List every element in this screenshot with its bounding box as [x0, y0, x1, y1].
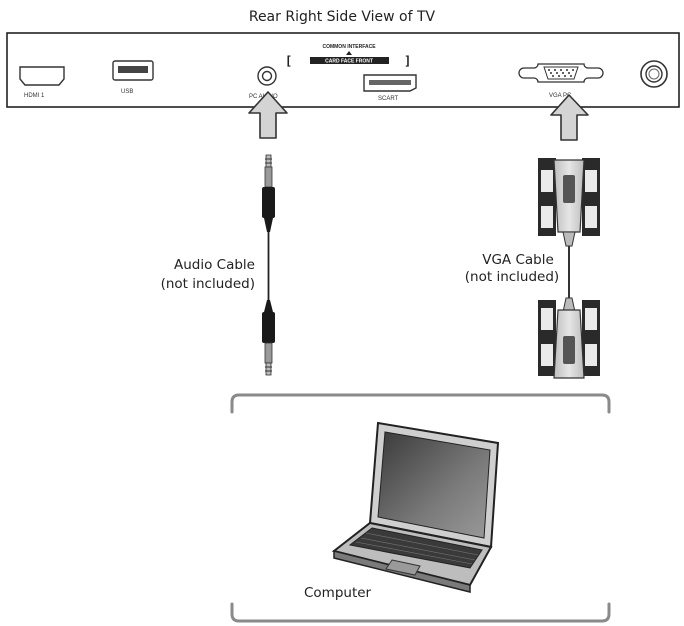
usb-port-icon [112, 60, 154, 81]
scart-port-icon [363, 74, 417, 92]
common-interface-label: COMMON INTERFACE [322, 44, 376, 50]
audio-cable-icon [262, 154, 275, 376]
computer-label: Computer [304, 585, 372, 601]
ci-bracket-left: [ [285, 54, 292, 68]
round-connector-icon [640, 60, 668, 88]
vga-port-label: VGA PC [549, 93, 572, 99]
card-direction-arrow-icon [346, 51, 352, 55]
diagram-title: Rear Right Side View of TV [249, 9, 436, 25]
computer-bracket-bottom [230, 602, 611, 623]
audio-up-arrow-icon [248, 91, 288, 139]
usb-port-label: USB [121, 89, 133, 95]
scart-port-label: SCART [378, 96, 399, 102]
vga-cable-label: VGA Cable [482, 252, 554, 268]
vga-cable-icon [538, 158, 600, 379]
hdmi-port-icon [19, 66, 65, 86]
tv-rear-panel: HDMI 1 USB PC AUDIO COMMON INTERFACE CAR… [6, 32, 680, 108]
vga-cable-note: (not included) [465, 269, 559, 285]
ci-bracket-right: ] [404, 54, 411, 68]
vga-port-icon [518, 63, 604, 83]
ci-card-slot-icon [310, 57, 389, 64]
pc-audio-jack-icon [257, 66, 277, 86]
hdmi-port-label: HDMI 1 [24, 93, 45, 99]
vga-up-arrow-icon [550, 94, 589, 141]
laptop-icon [331, 421, 500, 593]
audio-cable-note: (not included) [161, 276, 255, 292]
audio-cable-label: Audio Cable [174, 257, 255, 273]
computer-bracket-top [230, 393, 611, 414]
card-face-front-label: CARD FACE FRONT [325, 59, 373, 65]
